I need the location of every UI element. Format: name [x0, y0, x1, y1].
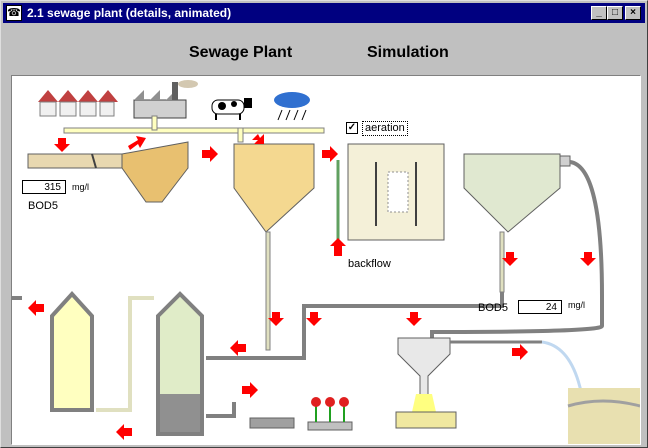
bod5-outlet-unit: mg/l — [568, 300, 586, 310]
bod5-inlet-value: 315 — [22, 180, 66, 194]
minimize-button[interactable]: _ — [591, 6, 607, 20]
rain-cloud-icon — [274, 92, 310, 121]
flow-arrows — [28, 134, 596, 440]
bod5-outlet-value: 24 — [518, 300, 562, 314]
tulips-icon — [307, 397, 353, 431]
simulation-canvas: 315 mg/l BOD5 ✓ aeration backflow BOD5 2… — [11, 75, 641, 445]
plant-diagram — [12, 80, 640, 444]
bod5-inlet-label: BOD5 — [28, 200, 58, 212]
aeration-label[interactable]: aeration — [362, 121, 408, 136]
page-subtitle: Simulation — [367, 44, 449, 61]
cow-icon — [211, 98, 252, 120]
close-button[interactable]: × — [625, 6, 641, 20]
bod5-outlet-label: BOD5 — [478, 302, 508, 314]
bod5-inlet-unit: mg/l — [72, 182, 90, 192]
window-title: 2.1 sewage plant (details, animated) — [27, 6, 232, 20]
backflow-label: backflow — [348, 258, 391, 270]
aeration-checkbox[interactable]: ✓ — [346, 122, 358, 134]
compost-pile — [249, 417, 295, 429]
app-icon[interactable]: ☎ — [6, 5, 22, 21]
factory-icon — [133, 80, 198, 119]
maximize-button[interactable]: □ — [607, 6, 623, 20]
houses-icon — [38, 90, 118, 117]
page-title: Sewage Plant — [189, 44, 293, 61]
title-bar[interactable]: ☎ 2.1 sewage plant (details, animated) _… — [3, 3, 645, 23]
